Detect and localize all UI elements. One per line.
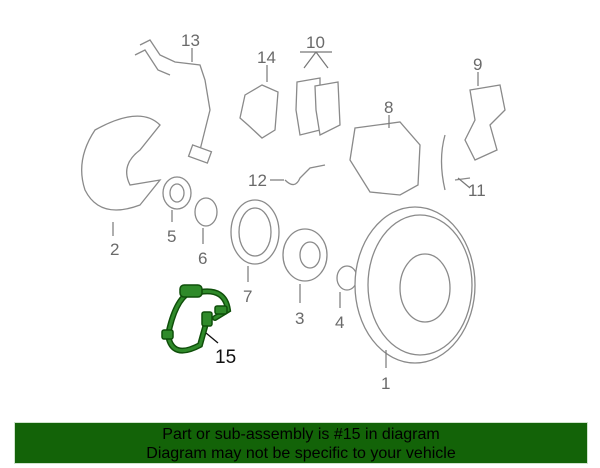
- label-3: 3: [295, 309, 304, 328]
- label-6: 6: [198, 249, 207, 268]
- label-14: 14: [257, 48, 276, 67]
- parts-diagram: 2 5 6 7 3 4 1 13 14 10 9 8 12 11 15: [81, 31, 506, 393]
- info-banner: Part or sub-assembly is #15 in diagram D…: [14, 422, 588, 464]
- label-9: 9: [473, 55, 482, 74]
- part-15-brake-hose[interactable]: [161, 284, 232, 354]
- part-8-caliper[interactable]: [349, 121, 421, 196]
- part-12-wear-sensor[interactable]: [284, 164, 326, 186]
- label-8: 8: [384, 98, 393, 117]
- part-1-brake-rotor[interactable]: [354, 206, 476, 364]
- label-10: 10: [306, 33, 325, 52]
- label-7: 7: [243, 287, 252, 306]
- label-4: 4: [335, 313, 344, 332]
- part-7-backing-ring[interactable]: [230, 199, 280, 265]
- label-1: 1: [381, 374, 390, 393]
- bearing-inner: [169, 183, 185, 203]
- label-15: 15: [215, 347, 236, 368]
- label-5: 5: [167, 227, 176, 246]
- part-3-wheel-hub[interactable]: [282, 228, 328, 282]
- part-14-caliper-bracket[interactable]: [239, 84, 279, 139]
- part-13-wheel-speed-sensor[interactable]: [134, 39, 213, 164]
- part-2-dust-shield[interactable]: [81, 115, 162, 211]
- part-5-wheel-bearing[interactable]: [162, 176, 192, 210]
- label-2: 2: [110, 240, 119, 259]
- part-11-clips[interactable]: [440, 134, 471, 191]
- part-10-brake-pads[interactable]: [295, 77, 341, 136]
- leader-arrows: [112, 48, 479, 368]
- label-12: 12: [248, 171, 267, 190]
- part-9-caliper-carrier[interactable]: [464, 84, 506, 161]
- label-11: 11: [468, 181, 486, 200]
- banner-line-2: Diagram may not be specific to your vehi…: [146, 445, 456, 462]
- label-13: 13: [181, 31, 200, 50]
- part-4-axle-nut[interactable]: [336, 265, 358, 291]
- banner-line-1: Part or sub-assembly is #15 in diagram: [162, 426, 440, 443]
- part-6-seal[interactable]: [194, 197, 218, 227]
